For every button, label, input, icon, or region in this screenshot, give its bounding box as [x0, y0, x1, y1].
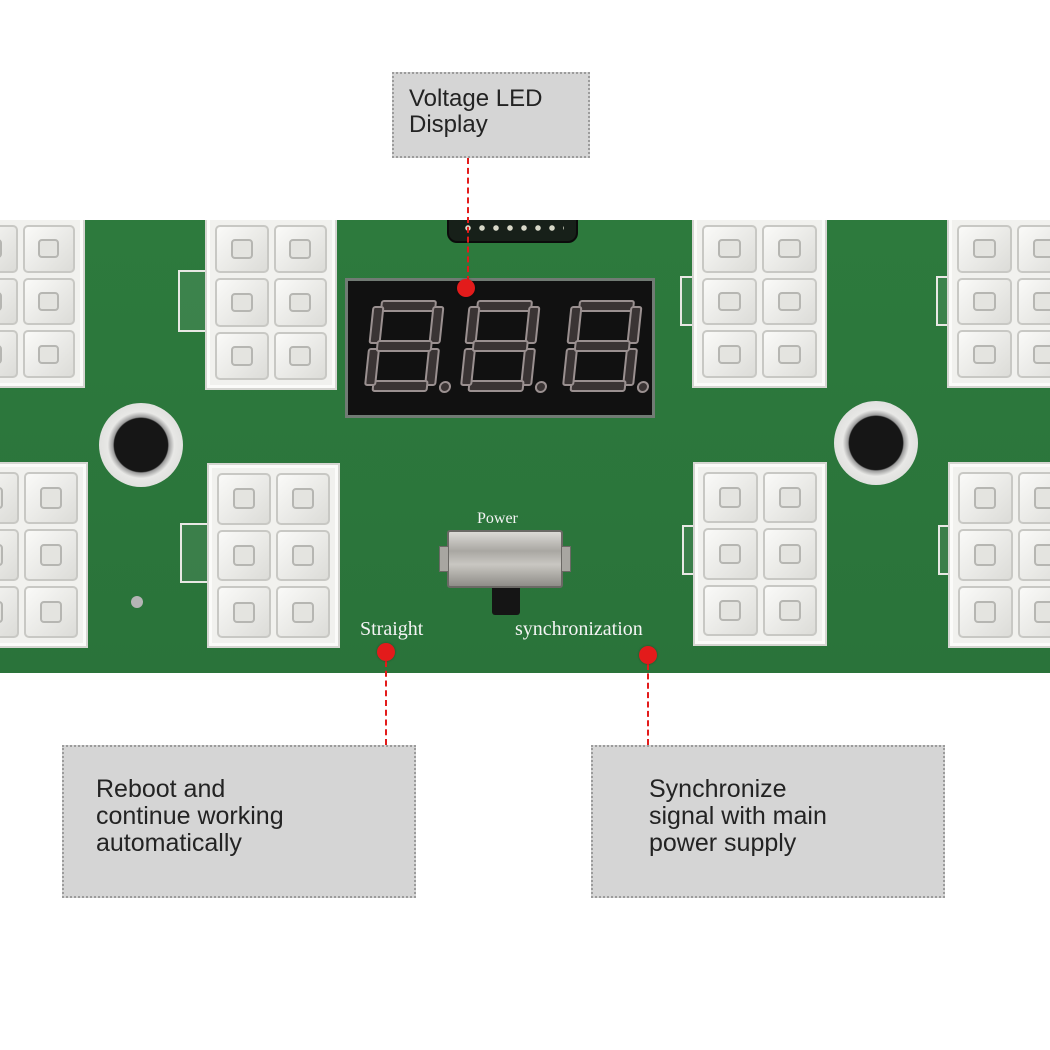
connector-pin	[703, 584, 758, 636]
connector-pin	[0, 277, 18, 326]
connector-pin	[957, 225, 1012, 273]
connector-pin	[215, 278, 269, 327]
connector-pin	[0, 330, 18, 378]
marker-dot-synchronization	[639, 646, 657, 664]
connector-pin	[702, 277, 757, 326]
connector-pin	[0, 529, 19, 581]
callout-text-line: continue working	[96, 802, 284, 830]
connector-pin	[217, 586, 271, 638]
leader-line-synchronization	[647, 664, 649, 745]
connector-pin	[958, 529, 1013, 581]
callout-straight-mode: Reboot and continue working automaticall…	[62, 745, 416, 898]
connector-pin	[24, 472, 78, 524]
led-digit	[561, 299, 659, 394]
connector-pin	[22, 330, 75, 378]
connector-pin	[0, 586, 19, 638]
callout-text-line: Voltage LED	[409, 85, 543, 112]
connector-pin	[22, 277, 75, 326]
marker-dot-straight	[377, 643, 395, 661]
silkscreen-power-label: Power	[477, 510, 518, 527]
pcie-6pin-connector	[947, 220, 1050, 388]
mounting-hole	[834, 401, 918, 485]
pin-header	[447, 220, 578, 243]
via-hole	[131, 596, 143, 608]
connector-clip	[178, 270, 208, 332]
connector-pin	[762, 472, 817, 524]
marker-dot-led	[457, 279, 475, 297]
connector-pin	[24, 529, 78, 581]
connector-pin	[958, 472, 1013, 524]
connector-pin	[273, 331, 327, 380]
pcie-6pin-connector	[0, 462, 88, 648]
connector-pin	[1017, 586, 1050, 638]
connector-pin	[22, 225, 75, 273]
silkscreen-straight-label: Straight	[360, 618, 424, 640]
callout-text-line: signal with main	[649, 802, 827, 830]
connector-pin	[273, 278, 327, 327]
connector-pin	[273, 225, 327, 274]
connector-pin	[957, 277, 1012, 326]
power-slide-switch[interactable]	[439, 530, 571, 588]
connector-pin	[1017, 330, 1050, 378]
pcb-board: Power Straight synchronization	[0, 220, 1050, 673]
connector-pin	[702, 330, 757, 378]
connector-pin	[217, 529, 271, 582]
mounting-hole	[99, 403, 183, 487]
leader-line-straight	[385, 661, 387, 745]
connector-pin	[217, 473, 271, 525]
pcie-6pin-connector	[205, 220, 337, 390]
pcie-6pin-connector	[692, 220, 827, 388]
connector-pin	[0, 472, 19, 524]
callout-text-line: Reboot and	[96, 775, 226, 803]
led-digit	[459, 299, 557, 394]
switch-lever[interactable]	[492, 588, 520, 615]
callout-text-line: Synchronize	[649, 775, 787, 803]
callout-text-line: Display	[409, 111, 488, 138]
connector-pin	[215, 331, 269, 380]
connector-pin	[762, 330, 817, 378]
callout-text-line: automatically	[96, 829, 242, 857]
connector-pin	[762, 225, 817, 273]
connector-pin	[762, 584, 817, 636]
callout-text-line: power supply	[649, 829, 797, 857]
pcie-6pin-connector	[207, 463, 340, 648]
pcie-6pin-connector	[948, 462, 1050, 648]
seven-segment-digits	[363, 299, 659, 394]
led-digit	[363, 299, 461, 394]
connector-pin	[762, 277, 817, 326]
connector-pin	[702, 225, 757, 273]
leader-line-led	[467, 158, 469, 282]
callout-synchronization-mode: Synchronize signal with main power suppl…	[591, 745, 945, 898]
connector-pin	[957, 330, 1012, 378]
silkscreen-synchronization-label: synchronization	[515, 618, 643, 640]
connector-pin	[276, 473, 330, 525]
callout-voltage-led-display: Voltage LED Display	[392, 72, 590, 158]
connector-pin	[0, 225, 18, 273]
connector-pin	[958, 586, 1013, 638]
voltage-led-display	[345, 278, 659, 418]
pcie-6pin-connector	[693, 462, 827, 646]
connector-clip	[180, 523, 210, 583]
connector-pin	[1017, 472, 1050, 524]
connector-pin	[215, 225, 269, 274]
connector-pin	[703, 528, 758, 580]
connector-pin	[276, 529, 330, 582]
connector-pin	[1017, 277, 1050, 326]
connector-pin	[24, 586, 78, 638]
connector-pin	[1017, 529, 1050, 581]
connector-pin	[1017, 225, 1050, 273]
connector-pin	[703, 472, 758, 524]
connector-pin	[762, 528, 817, 580]
connector-pin	[276, 586, 330, 638]
pcie-6pin-connector	[0, 220, 85, 388]
